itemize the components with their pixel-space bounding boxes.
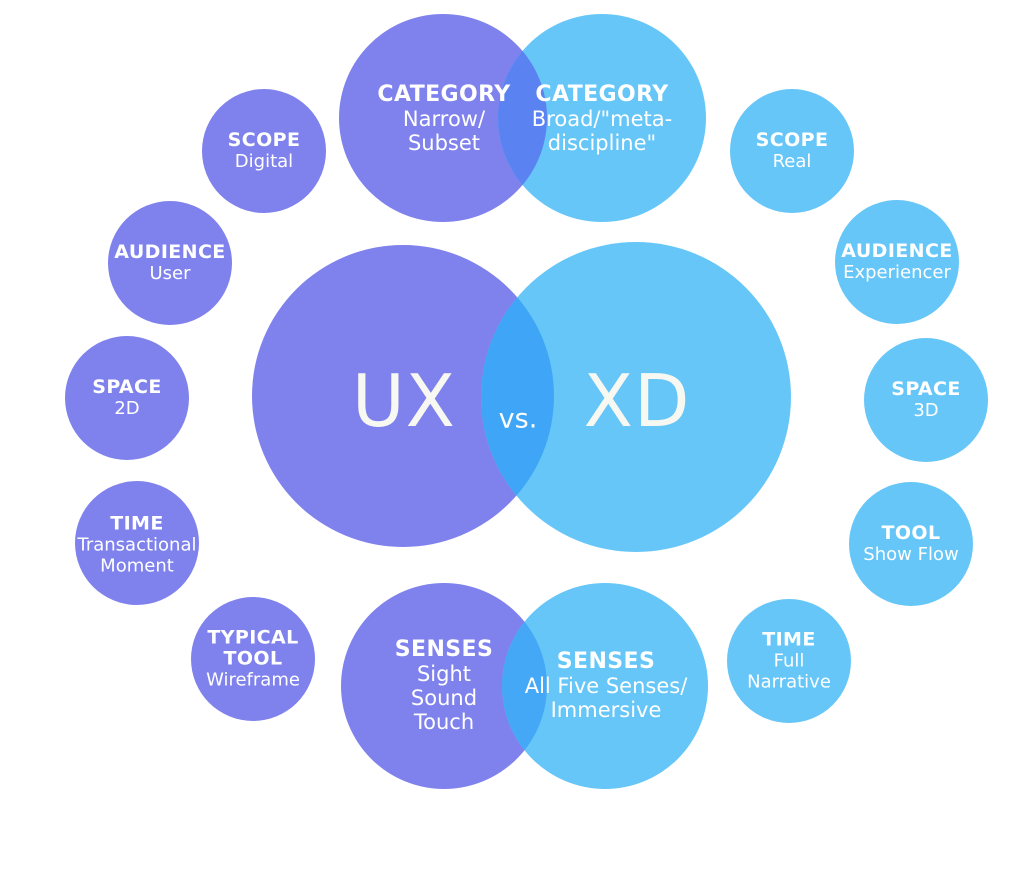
xd-senses-title: SENSES bbox=[556, 649, 656, 674]
ux-space-title: SPACE bbox=[92, 376, 162, 398]
xd-space-circle bbox=[864, 338, 988, 462]
ux-scope-title: SCOPE bbox=[227, 129, 301, 151]
ux-senses-line-3: Touch bbox=[413, 710, 475, 734]
xd-scope-circle bbox=[730, 89, 854, 213]
xd-space-title: SPACE bbox=[891, 378, 961, 400]
xd-category-label: CATEGORY Broad/"meta- discipline" bbox=[531, 82, 673, 156]
ux-time-value-1: Transactional bbox=[77, 534, 197, 556]
xd-tool-title: TOOL bbox=[881, 522, 941, 544]
xd-audience-title: AUDIENCE bbox=[841, 240, 953, 262]
ux-time-circle bbox=[75, 481, 199, 605]
xd-category-line-2: discipline" bbox=[547, 131, 657, 155]
ux-typical-tool-label: TYPICAL TOOL Wireframe bbox=[206, 626, 300, 691]
xd-tool-value: Show Flow bbox=[863, 544, 959, 565]
xd-category-line-1: Broad/"meta- bbox=[531, 107, 673, 131]
ux-typical-tool-title-2: TOOL bbox=[223, 647, 283, 670]
xd-audience-circle bbox=[835, 200, 959, 324]
ux-category-circle bbox=[339, 14, 547, 222]
ux-scope-value: Digital bbox=[234, 151, 294, 172]
xd-senses-label: SENSES All Five Senses/ Immersive bbox=[524, 649, 688, 723]
ux-typical-tool-circle bbox=[191, 597, 315, 721]
ux-main-label: UX bbox=[351, 359, 457, 443]
ux-main-circle bbox=[252, 245, 554, 547]
ux-audience-label: AUDIENCE User bbox=[114, 241, 226, 285]
xd-time-value-1: Full bbox=[773, 650, 805, 672]
xd-category-circle bbox=[498, 14, 706, 222]
xd-scope-title: SCOPE bbox=[755, 129, 829, 151]
xd-scope-value: Real bbox=[772, 151, 812, 172]
xd-main-label: XD bbox=[583, 359, 691, 443]
xd-scope-label: SCOPE Real bbox=[755, 129, 829, 173]
ux-space-value: 2D bbox=[114, 398, 140, 419]
ux-senses-line-2: Sound bbox=[410, 686, 478, 710]
ux-scope-label: SCOPE Digital bbox=[227, 129, 301, 173]
xd-time-title: TIME bbox=[762, 628, 816, 651]
ux-time-label: TIME Transactional Moment bbox=[77, 512, 197, 577]
ux-space-circle bbox=[65, 336, 189, 460]
ux-typical-tool-value: Wireframe bbox=[206, 669, 300, 691]
vs-label: vs. bbox=[498, 403, 538, 435]
xd-senses-line-2: Immersive bbox=[550, 698, 662, 722]
ux-category-line-2: Subset bbox=[407, 131, 481, 155]
ux-category-line-1: Narrow/ bbox=[402, 107, 486, 131]
xd-category-title: CATEGORY bbox=[535, 82, 669, 107]
xd-audience-label: AUDIENCE Experiencer bbox=[841, 240, 953, 284]
xd-time-circle bbox=[727, 599, 851, 723]
xd-tool-label: TOOL Show Flow bbox=[863, 522, 959, 566]
xd-tool-circle bbox=[849, 482, 973, 606]
xd-time-label: TIME Full Narrative bbox=[747, 628, 831, 693]
ux-space-label: SPACE 2D bbox=[92, 376, 162, 420]
ux-senses-label: SENSES Sight Sound Touch bbox=[394, 637, 494, 735]
xd-space-value: 3D bbox=[913, 400, 939, 421]
ux-time-value-2: Moment bbox=[100, 555, 174, 577]
ux-senses-line-1: Sight bbox=[416, 662, 472, 686]
ux-scope-circle bbox=[202, 89, 326, 213]
ux-audience-title: AUDIENCE bbox=[114, 241, 226, 263]
ux-category-title: CATEGORY bbox=[377, 82, 511, 107]
ux-audience-value: User bbox=[149, 263, 191, 284]
xd-senses-line-1: All Five Senses/ bbox=[524, 674, 688, 698]
xd-space-label: SPACE 3D bbox=[891, 378, 961, 422]
ux-audience-circle bbox=[108, 201, 232, 325]
xd-time-value-2: Narrative bbox=[747, 671, 831, 693]
ux-time-title: TIME bbox=[110, 512, 164, 535]
ux-senses-title: SENSES bbox=[394, 637, 494, 662]
xd-senses-circle bbox=[502, 583, 708, 789]
xd-main-circle bbox=[481, 242, 791, 552]
ux-typical-tool-title-1: TYPICAL bbox=[207, 626, 299, 649]
ux-category-label: CATEGORY Narrow/ Subset bbox=[377, 82, 511, 156]
ux-senses-circle bbox=[341, 583, 547, 789]
xd-audience-value: Experiencer bbox=[843, 262, 951, 283]
